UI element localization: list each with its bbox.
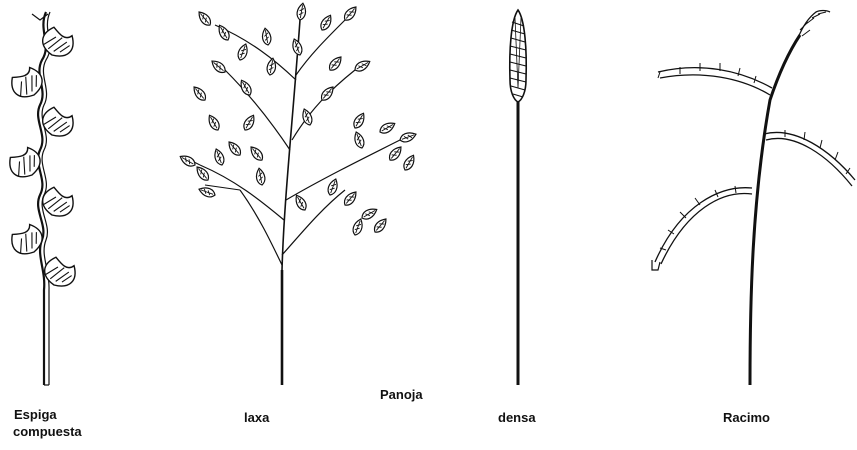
panoja-densa-drawing xyxy=(510,10,526,385)
label-panoja: Panoja xyxy=(380,386,423,403)
label-densa: densa xyxy=(498,409,536,426)
label-laxa: laxa xyxy=(244,409,269,426)
panoja-laxa-spikelets xyxy=(178,3,417,237)
panoja-laxa-drawing xyxy=(190,20,400,385)
label-racimo: Racimo xyxy=(723,409,770,426)
label-compuesta: compuesta xyxy=(13,423,82,440)
espiga-compuesta-drawing xyxy=(6,12,79,385)
label-espiga: Espiga xyxy=(14,406,57,423)
racimo-drawing xyxy=(652,11,855,386)
